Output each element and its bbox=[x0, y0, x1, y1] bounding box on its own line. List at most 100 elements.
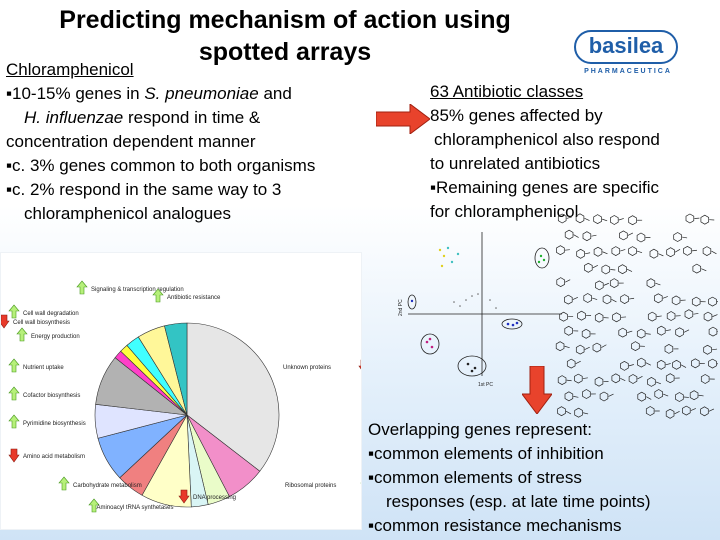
logo-wordmark: basilea bbox=[574, 30, 678, 64]
genes-affected-line-2: chloramphenicol also respond bbox=[434, 130, 660, 149]
overlap-stress-cont: responses (esp. at late time points) bbox=[386, 492, 651, 511]
structure-bond bbox=[620, 249, 626, 252]
structure-bond bbox=[716, 363, 718, 365]
structure-ring bbox=[555, 341, 565, 352]
structure-bond bbox=[708, 408, 715, 412]
structure-ring bbox=[574, 407, 583, 418]
structure-bond bbox=[610, 269, 616, 271]
structure-ring bbox=[689, 390, 699, 401]
structure-ring bbox=[583, 293, 592, 303]
structure-ring bbox=[682, 405, 691, 416]
pie-label: Cell wall degradation bbox=[23, 311, 79, 317]
structure-ring bbox=[703, 344, 712, 355]
structure-ring bbox=[673, 232, 682, 242]
pca-point bbox=[410, 299, 414, 303]
pie-label: Energy production bbox=[31, 334, 80, 340]
overlap-stress: ▪common elements of stress bbox=[368, 468, 582, 487]
structure-bond bbox=[608, 393, 614, 397]
antibiotic-classes-heading: 63 Antibiotic classes bbox=[430, 82, 584, 101]
structure-ring bbox=[599, 391, 609, 402]
structure-ring bbox=[700, 214, 710, 225]
pca-cluster bbox=[420, 333, 440, 355]
structure-ring bbox=[656, 359, 666, 370]
pie-label: Aminoacyl tRNA synthetases bbox=[96, 505, 173, 511]
pie-label: Cell wall biosynthesis bbox=[13, 320, 70, 326]
structure-ring bbox=[637, 391, 646, 402]
bullet-genes-respond: ▪10-15% genes in S. pneumoniae and bbox=[6, 82, 386, 106]
structure-ring bbox=[557, 406, 566, 417]
structure-ring bbox=[592, 342, 602, 353]
structure-ring bbox=[576, 248, 585, 259]
structure-bond bbox=[691, 249, 697, 252]
structure-ring bbox=[664, 343, 674, 354]
structure-ring bbox=[602, 294, 612, 305]
pie-slice bbox=[164, 322, 188, 416]
bullet-genes-respond-cont: H. influenzae respond in time & bbox=[6, 106, 386, 130]
structure-ring bbox=[557, 375, 567, 386]
structure-bond bbox=[572, 296, 578, 300]
arrow-up-icon bbox=[58, 476, 70, 491]
structure-bond bbox=[655, 381, 662, 385]
arrow-down-icon bbox=[8, 448, 20, 463]
structure-bond bbox=[665, 363, 671, 366]
overlap-inhibition: ▪common elements of inhibition bbox=[368, 444, 604, 463]
structure-ring bbox=[619, 230, 628, 241]
structure-ring bbox=[574, 373, 583, 384]
structure-bond bbox=[645, 333, 651, 335]
structure-ring bbox=[708, 326, 718, 337]
pie-label: DNA processing bbox=[193, 495, 236, 501]
structure-bond bbox=[573, 234, 579, 238]
pca-point bbox=[442, 254, 446, 258]
arrow-up-icon bbox=[8, 386, 20, 401]
pca-point bbox=[450, 260, 454, 264]
pca-point bbox=[456, 252, 460, 256]
structure-bond bbox=[601, 344, 607, 348]
structure-ring bbox=[708, 358, 717, 369]
structure-bond bbox=[566, 379, 572, 382]
overlapping-genes-summary: Overlapping genes represent: ▪common ele… bbox=[368, 418, 720, 538]
structure-ring bbox=[675, 327, 684, 338]
arrow-up-icon bbox=[8, 414, 20, 429]
structure-ring bbox=[703, 311, 713, 322]
pie-label: Carbohydrate metabolism bbox=[73, 483, 142, 489]
bullet-text: and bbox=[258, 84, 292, 103]
chloramphenicol-heading: Chloramphenicol bbox=[6, 60, 134, 79]
structure-ring bbox=[610, 215, 619, 225]
remaining-genes-line: ▪Remaining genes are specific bbox=[430, 178, 660, 197]
structure-bond bbox=[711, 250, 717, 255]
structure-ring bbox=[584, 262, 593, 273]
structure-ring bbox=[594, 376, 604, 387]
bullet-analogues: ▪c. 2% respond in the same way to 3 bbox=[6, 180, 282, 199]
structure-ring bbox=[628, 246, 637, 257]
title-line-1: Predicting mechanism of action using bbox=[59, 6, 511, 34]
structure-ring bbox=[620, 360, 629, 371]
structure-bond bbox=[683, 329, 690, 333]
pie-label: Pyrimidine biosynthesis bbox=[23, 421, 86, 427]
structure-bond bbox=[628, 364, 634, 367]
pca-point bbox=[466, 362, 470, 366]
structure-ring bbox=[665, 408, 675, 419]
bullet-text: respond in time & bbox=[123, 108, 261, 127]
structure-ring bbox=[683, 245, 692, 256]
structure-ring bbox=[618, 327, 627, 338]
arrow-shape bbox=[522, 366, 552, 414]
bullet-genes-respond-cont-2: concentration dependent manner bbox=[6, 132, 256, 151]
structure-bond bbox=[618, 218, 624, 221]
structure-bond bbox=[658, 253, 664, 257]
arrow-shape bbox=[376, 104, 430, 134]
structure-bond bbox=[584, 217, 590, 221]
structure-ring bbox=[700, 406, 709, 417]
species-name: H. influenzae bbox=[24, 108, 124, 127]
structure-ring bbox=[692, 263, 702, 274]
pca-point bbox=[489, 299, 491, 301]
structure-ring bbox=[620, 294, 629, 305]
structure-ring bbox=[581, 328, 591, 339]
structure-bond bbox=[602, 218, 608, 222]
structure-ring bbox=[702, 246, 712, 257]
structure-ring bbox=[577, 310, 586, 321]
structure-ring bbox=[671, 295, 681, 306]
structure-ring bbox=[700, 374, 710, 384]
structure-ring bbox=[618, 264, 627, 275]
structure-ring bbox=[612, 312, 621, 323]
structure-bond bbox=[564, 345, 570, 349]
